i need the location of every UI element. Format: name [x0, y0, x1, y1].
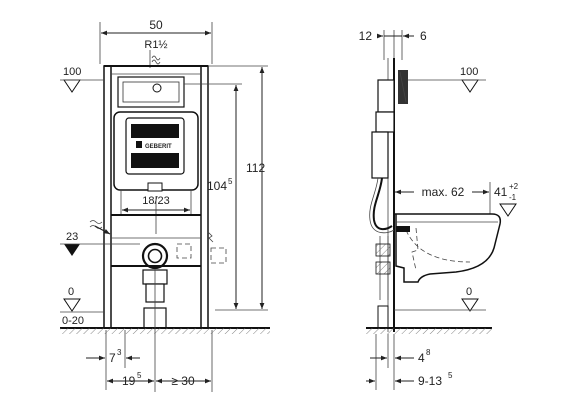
level-100-label: 100 — [63, 66, 81, 78]
supply-valve-icon — [152, 83, 162, 93]
dim-9-13-label: 9-13 — [418, 374, 442, 388]
dim-41-label-sup: +2 — [509, 182, 519, 191]
side-view: 12 6 100 max. 62 41 +2 -1 — [359, 29, 519, 390]
dim-label-bg — [414, 184, 472, 198]
level-marker-open — [499, 203, 517, 217]
toilet-trap-dashed — [411, 227, 419, 271]
thread-label: R1½ — [144, 39, 167, 51]
electric-icon — [207, 231, 214, 243]
flush-button-bottom — [131, 153, 179, 168]
dim-41-label: 41 — [494, 185, 508, 199]
level-marker-filled — [64, 244, 80, 256]
height-mount-label-sup: 5 — [228, 177, 233, 186]
side-drain-foot — [377, 305, 389, 329]
cistern-side — [377, 79, 395, 113]
flush-pipe — [372, 177, 393, 231]
side-drain-connector — [375, 261, 391, 275]
logo-icon — [136, 141, 142, 148]
dim-4-label: 4 — [418, 351, 425, 365]
water-supply-icon — [151, 55, 161, 61]
side-level-100-label: 100 — [460, 66, 478, 78]
water-supply-icon — [151, 59, 161, 65]
dim-30-label: ≥ 30 — [171, 374, 195, 388]
drain-outlet-icon — [141, 242, 169, 270]
dim-9-13-label-sup: 5 — [448, 371, 453, 380]
dim-19-label-sup: 5 — [137, 371, 142, 380]
level-range-label: 0-20 — [62, 315, 84, 327]
electrical-box-dashed — [176, 243, 192, 259]
electrical-box-dashed — [210, 247, 227, 264]
height-mount-label: 104 — [207, 179, 227, 193]
level-0-label: 0 — [68, 286, 74, 298]
side-floor-hatch — [366, 328, 492, 334]
drain-outlet-inner — [147, 248, 163, 264]
dim-12-label: 12 — [359, 29, 373, 43]
water-icon — [89, 220, 103, 224]
toilet-bowl-inner — [405, 229, 471, 263]
cistern-side — [375, 111, 395, 133]
front-view: 50 R1½ GEBERIT 18/23 — [60, 18, 270, 392]
cistern-outlet — [147, 182, 163, 192]
level-23-label: 23 — [66, 231, 78, 243]
side-level-0-label: 0 — [466, 286, 472, 298]
dim-7-label-sup: 3 — [117, 348, 122, 357]
flush-button-top — [131, 124, 179, 138]
width-dimension-label: 50 — [149, 18, 163, 32]
dim-19-label: 19 — [122, 374, 136, 388]
actuator-plate-detail — [399, 71, 407, 103]
dim-7-label: 7 — [109, 351, 116, 365]
dim-max62-label: max. 62 — [422, 185, 465, 199]
frame-right-post — [200, 65, 209, 329]
toilet-bowl — [394, 213, 502, 283]
dim-6-label: 6 — [420, 29, 427, 43]
level-marker-open — [461, 298, 479, 312]
frame-left-post — [103, 65, 112, 329]
side-drain-connector — [375, 243, 391, 257]
level-marker-open — [461, 79, 479, 93]
floor-hatch — [60, 328, 270, 334]
dim-41-label-sub: -1 — [509, 193, 517, 202]
supply-box-inner — [122, 81, 180, 103]
brand-label: GEBERIT — [145, 144, 172, 150]
flush-pipe-outline — [369, 177, 395, 234]
supply-box — [117, 76, 185, 108]
dim-4-label-sup: 8 — [426, 348, 431, 357]
water-leader — [94, 225, 111, 235]
level-marker-open — [63, 79, 81, 93]
level-marker-open — [63, 298, 81, 312]
cistern-side — [371, 131, 389, 179]
height-total-label: 112 — [246, 161, 265, 175]
toilet-fixing — [396, 226, 410, 232]
